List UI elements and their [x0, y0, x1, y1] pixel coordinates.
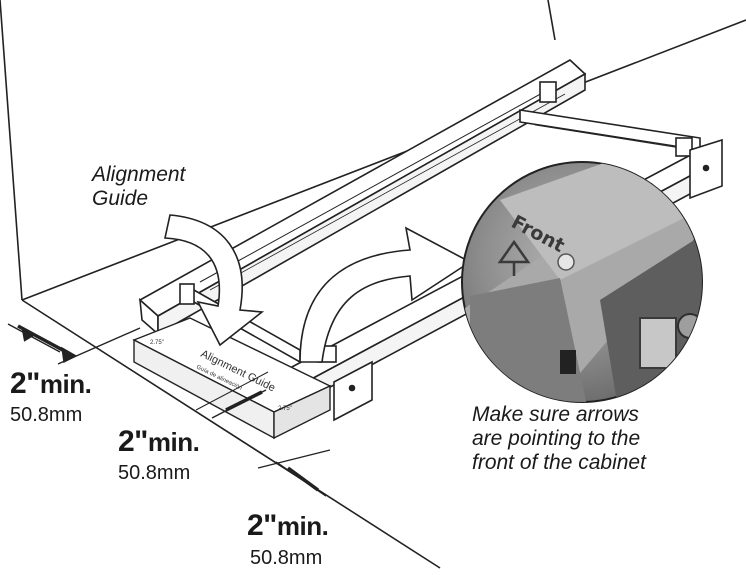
alignment-guide-arrow	[164, 214, 265, 347]
arrows-note-line3: front of the cabinet	[472, 451, 646, 474]
dimension-lines	[7, 323, 331, 497]
cabinet-back-edge	[21, 19, 746, 301]
guide-block-dim-a: 2.75"	[150, 340, 164, 346]
clearance-1-suffix: min.	[39, 369, 92, 399]
rear-cross-brace	[519, 109, 701, 151]
dim3-extension	[257, 449, 331, 469]
clearance-3-inches: 2"	[247, 509, 277, 542]
clearance-2-inches: 2"	[118, 425, 148, 458]
clearance-3-metric: 50.8mm	[250, 547, 323, 569]
bracket-front-left	[179, 283, 195, 305]
clearance-2-metric: 50.8mm	[118, 462, 191, 484]
clearance-2-suffix: min.	[147, 427, 200, 457]
guide-block-dim-b: 2.75"	[278, 406, 292, 412]
clearance-2-value: 2"min.	[118, 425, 200, 458]
clearance-3-value: 2"min.	[247, 509, 329, 542]
alignment-guide-block	[132, 317, 332, 440]
dim1-line	[7, 323, 61, 353]
cabinet-left-wall-line	[0, 0, 23, 301]
alignment-guide-label-line2: Guide	[92, 187, 149, 210]
clearance-1-metric: 50.8mm	[10, 404, 83, 426]
left-rail-side	[157, 72, 586, 336]
clearance-3-suffix: min.	[276, 511, 329, 541]
cabinet-floor-edge	[21, 299, 441, 569]
cabinet-right-wall-line	[547, 0, 556, 41]
arrows-note-line1: Make sure arrows	[472, 403, 639, 426]
zoom-detail: Front	[461, 161, 703, 403]
dim2-extension	[195, 371, 269, 411]
clearance-1-value: 2"min.	[10, 367, 92, 400]
clearance-1-inches: 2"	[10, 367, 40, 400]
arrows-note-line2: are pointing to the	[472, 427, 641, 450]
bracket-rear-right	[675, 137, 693, 157]
bracket-rear-left	[539, 81, 557, 103]
alignment-guide-label-line1: Alignment	[92, 163, 186, 186]
